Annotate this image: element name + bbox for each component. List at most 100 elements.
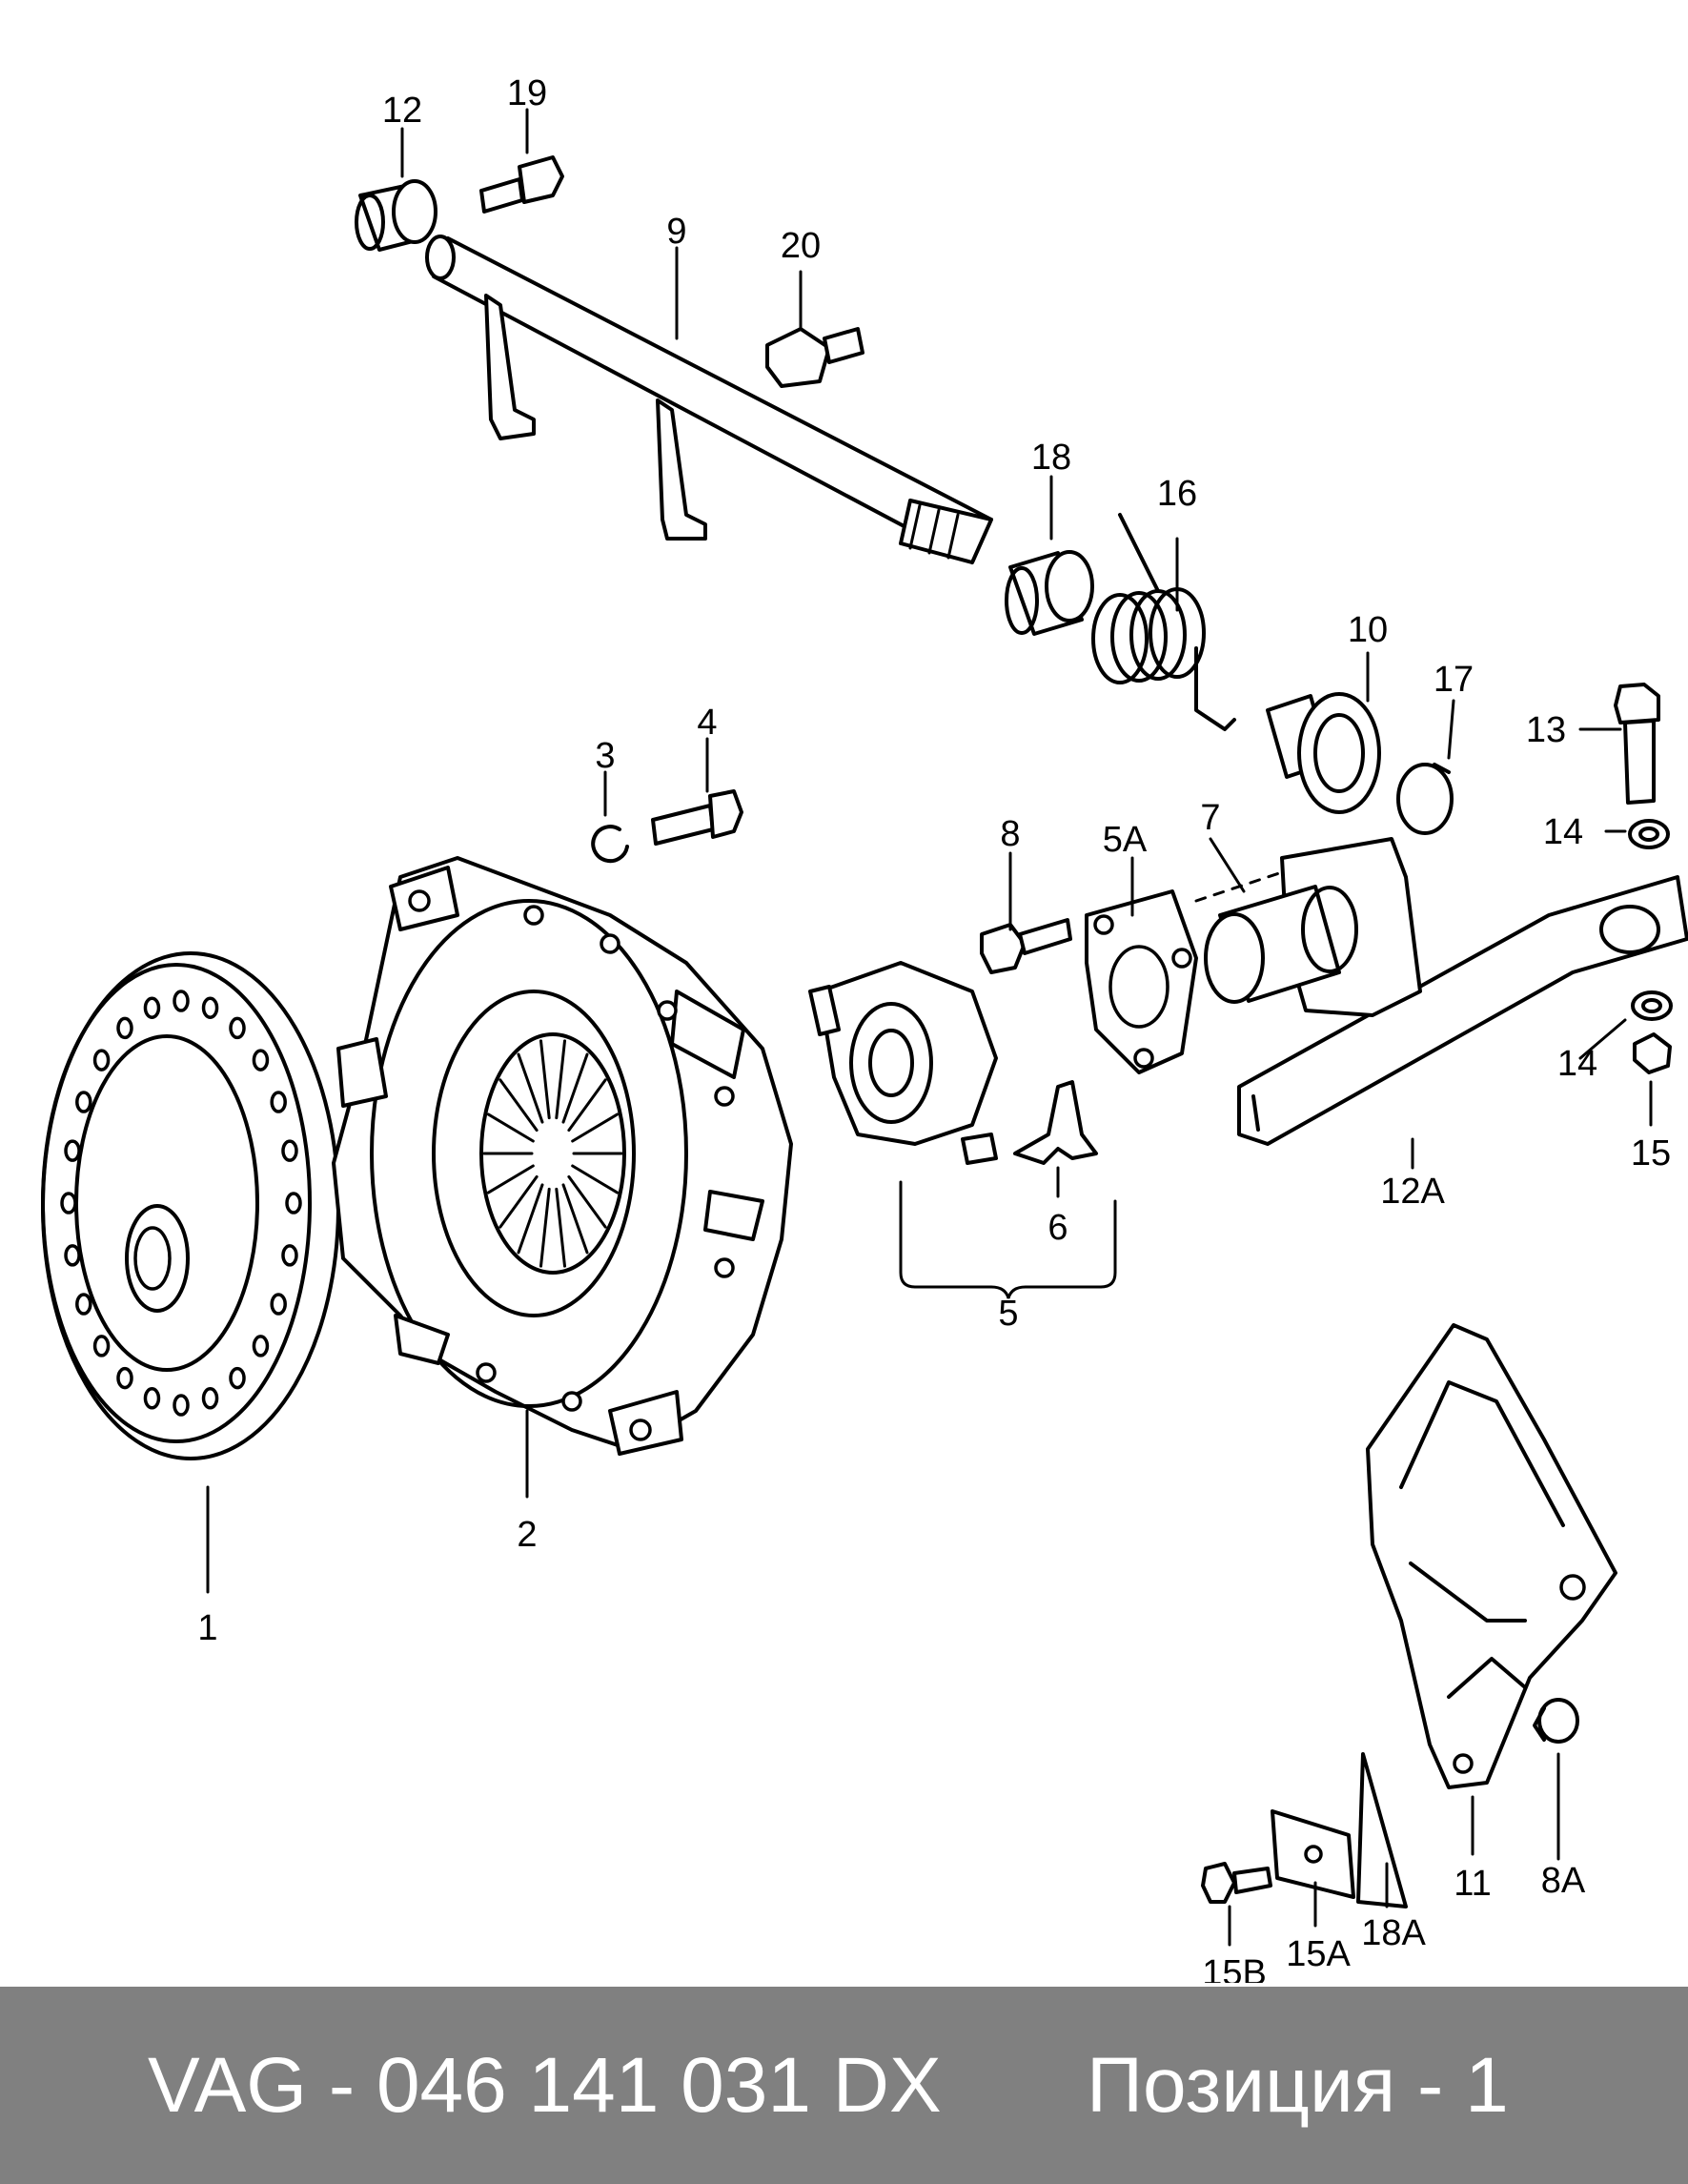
diaphragm-finger: [561, 1052, 589, 1124]
washer-upper-hole: [1638, 827, 1659, 842]
leader-lines: [206, 108, 1653, 1947]
disc-rivet-hole: [252, 1335, 270, 1357]
callout-20: 20: [781, 226, 821, 266]
disc-rivet-hole: [270, 1091, 287, 1113]
shaft-bush-left: [355, 179, 437, 252]
guide-bush: [1266, 692, 1381, 814]
part-number: VAG - 046 141 031 DX: [148, 2042, 942, 2129]
release-shaft: [425, 235, 993, 564]
diaphragm-finger: [571, 1112, 620, 1143]
diaphragm-finger: [517, 1183, 544, 1255]
callout-4: 4: [697, 703, 717, 743]
callout-10: 10: [1348, 610, 1388, 650]
plug: [1533, 1698, 1579, 1744]
callout-15a: 15A: [1286, 1934, 1351, 1974]
disc-rivet-hole: [281, 1244, 298, 1267]
diaphragm-finger: [561, 1183, 589, 1255]
washer-lower: [1631, 990, 1673, 1021]
release-bearing: [808, 961, 998, 1165]
callout-12: 12A: [1380, 1172, 1445, 1212]
shaft-bush-right: [1005, 550, 1094, 636]
callout-1: 1: [197, 1608, 217, 1648]
callout-12a: 11: [1454, 1864, 1491, 1904]
disc-rivet-hole: [92, 1335, 111, 1357]
callout-7: 7: [1200, 798, 1220, 838]
callout-6: 6: [1047, 1208, 1068, 1248]
disc-rivet-hole: [92, 1049, 111, 1072]
diaphragm-finger: [539, 1187, 551, 1268]
caption-bar: VAG - 046 141 031 DX Позиция - 1: [0, 1987, 1688, 2184]
disc-rivet-hole: [60, 1192, 77, 1214]
washer-lower-hole: [1641, 998, 1662, 1013]
circlip: [591, 825, 629, 864]
disc-rivet-hole: [229, 1016, 246, 1040]
disc-rivet-hole: [281, 1139, 298, 1162]
disc-rivet-hole: [252, 1049, 270, 1072]
diaphragm-finger: [498, 1078, 539, 1133]
callout-14-upper: 14: [1543, 812, 1583, 852]
disc-rivet-hole: [75, 1293, 92, 1316]
disc-rivet-hole: [201, 996, 219, 1019]
retaining-clip: [1396, 763, 1454, 835]
mounting-bracket: [1366, 1323, 1617, 1789]
callout-3: 3: [595, 736, 615, 776]
shim: [1356, 1752, 1408, 1908]
plate-hole: [1304, 1845, 1323, 1864]
callout-5a: 5A: [1103, 820, 1148, 860]
clutch-disc: [41, 951, 340, 1460]
spring-clip: [1013, 1080, 1098, 1165]
callout-9: 9: [666, 212, 686, 252]
disc-rivet-hole: [64, 1244, 81, 1267]
diaphragm-finger: [486, 1164, 535, 1194]
diaphragm-finger: [567, 1174, 607, 1229]
diaphragm-finger: [567, 1078, 607, 1133]
disc-rivet-hole: [143, 1387, 161, 1410]
clutch-exploded-diagram: 12 19 9 20 18 16 10 17 13 3 4 14 8 5A 7 …: [41, 73, 1688, 1983]
callout-16: 16: [1157, 474, 1197, 514]
callout-15b: 15B: [1202, 1953, 1267, 1983]
callout-8a: 8A: [1541, 1861, 1586, 1901]
callout-2: 2: [517, 1515, 537, 1555]
gasket: [1085, 870, 1284, 1074]
diaphragm-finger: [555, 1187, 567, 1268]
return-spring: [1091, 513, 1236, 731]
diaphragm-finger: [486, 1112, 535, 1143]
callout-15: 15: [1631, 1133, 1671, 1174]
callout-17: 17: [1434, 660, 1474, 700]
pressure-plate: [332, 856, 793, 1456]
ball-stud: [765, 327, 864, 388]
diaphragm-finger: [498, 1174, 539, 1229]
callout-5: 5: [998, 1294, 1018, 1334]
diaphragm-finger: [555, 1039, 567, 1120]
callout-labels: 12 19 9 20 18 16 10 17 13 3 4 14 8 5A 7 …: [197, 73, 1671, 1983]
washer-upper: [1628, 819, 1670, 849]
callout-19: 19: [507, 73, 547, 113]
disc-rivet-hole: [173, 990, 190, 1012]
bolt-15b: [1201, 1862, 1272, 1904]
bolt-8: [980, 918, 1072, 974]
diaphragm-finger: [517, 1052, 544, 1124]
disc-rivet-hole: [64, 1139, 81, 1162]
callout-18: 18: [1031, 438, 1071, 478]
guide-sleeve: [1204, 837, 1422, 1017]
disc-rivet-hole: [116, 1366, 133, 1390]
callout-14-lower: 14: [1557, 1044, 1597, 1084]
disc-rivet-hole: [285, 1192, 302, 1214]
callout-8: 8: [1000, 814, 1020, 854]
diaphragm-finger: [571, 1164, 620, 1194]
disc-rivet-hole: [229, 1366, 246, 1390]
disc-rivet-hole: [201, 1387, 219, 1410]
diaphragm-finger: [539, 1039, 551, 1120]
bolt-19: [479, 155, 564, 214]
disc-rivet-hole: [75, 1091, 92, 1113]
nut: [1633, 1032, 1672, 1074]
bolt-13: [1614, 683, 1660, 805]
callout-11: 12: [382, 91, 422, 131]
disc-rivet-hole: [143, 996, 161, 1019]
callout-13: 13: [1526, 710, 1566, 750]
stud-bolt: [651, 789, 743, 846]
disc-rivet-hole: [173, 1394, 190, 1417]
disc-rivet-hole: [270, 1293, 287, 1316]
callout-18a: 18A: [1361, 1913, 1426, 1953]
disc-rivet-hole: [116, 1016, 133, 1040]
